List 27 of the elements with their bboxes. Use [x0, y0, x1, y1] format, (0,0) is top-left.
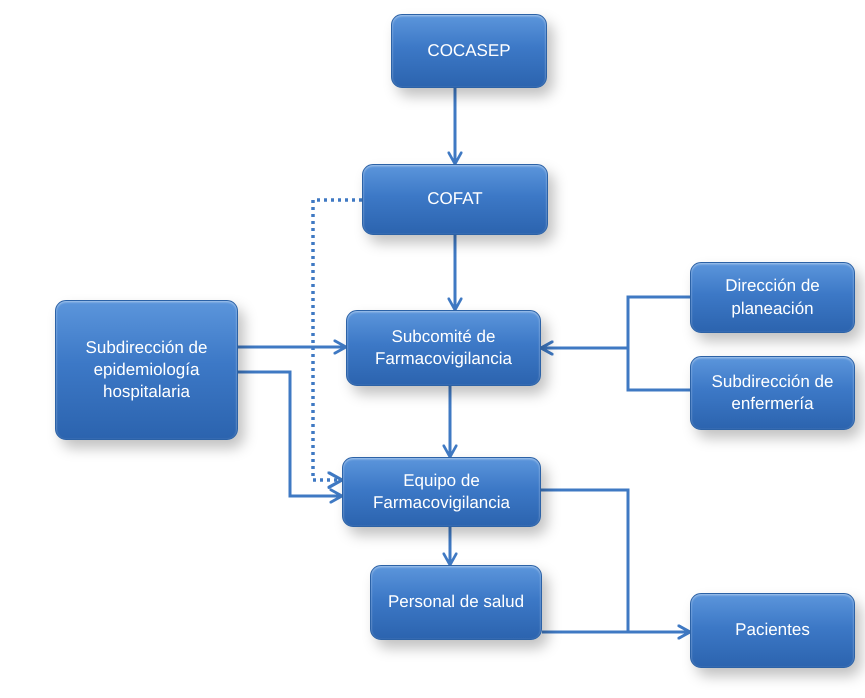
process-box [690, 593, 855, 668]
process-box [690, 262, 855, 333]
process-box [690, 356, 855, 430]
box-label: COCASEP [427, 40, 511, 62]
process-box [342, 457, 541, 527]
box-label: Personal de salud [388, 591, 524, 614]
process-box [362, 164, 548, 235]
arrow [238, 370, 344, 504]
arrow [447, 235, 463, 312]
box-label: Subdirección de enfermería [710, 370, 834, 415]
box-label: Pacientes [735, 619, 810, 642]
process-box [55, 300, 238, 440]
arrow [442, 386, 458, 458]
box-label: Subcomité de Farmacovigilancia [374, 326, 513, 370]
box-label: COFAT [427, 188, 483, 210]
arrow [238, 339, 348, 355]
box-label: Subdirección de epidemiología hospitalaria [84, 336, 208, 404]
box-label: Dirección de planeación [724, 275, 821, 320]
box-label: Equipo de Farmacovigilancia [372, 470, 511, 514]
arrow [540, 340, 690, 392]
arrow [311, 198, 362, 489]
process-box [370, 565, 542, 640]
arrow [542, 624, 692, 640]
process-box [346, 310, 541, 386]
arrow [447, 88, 463, 166]
process-box [391, 14, 547, 88]
arrow [442, 527, 458, 566]
